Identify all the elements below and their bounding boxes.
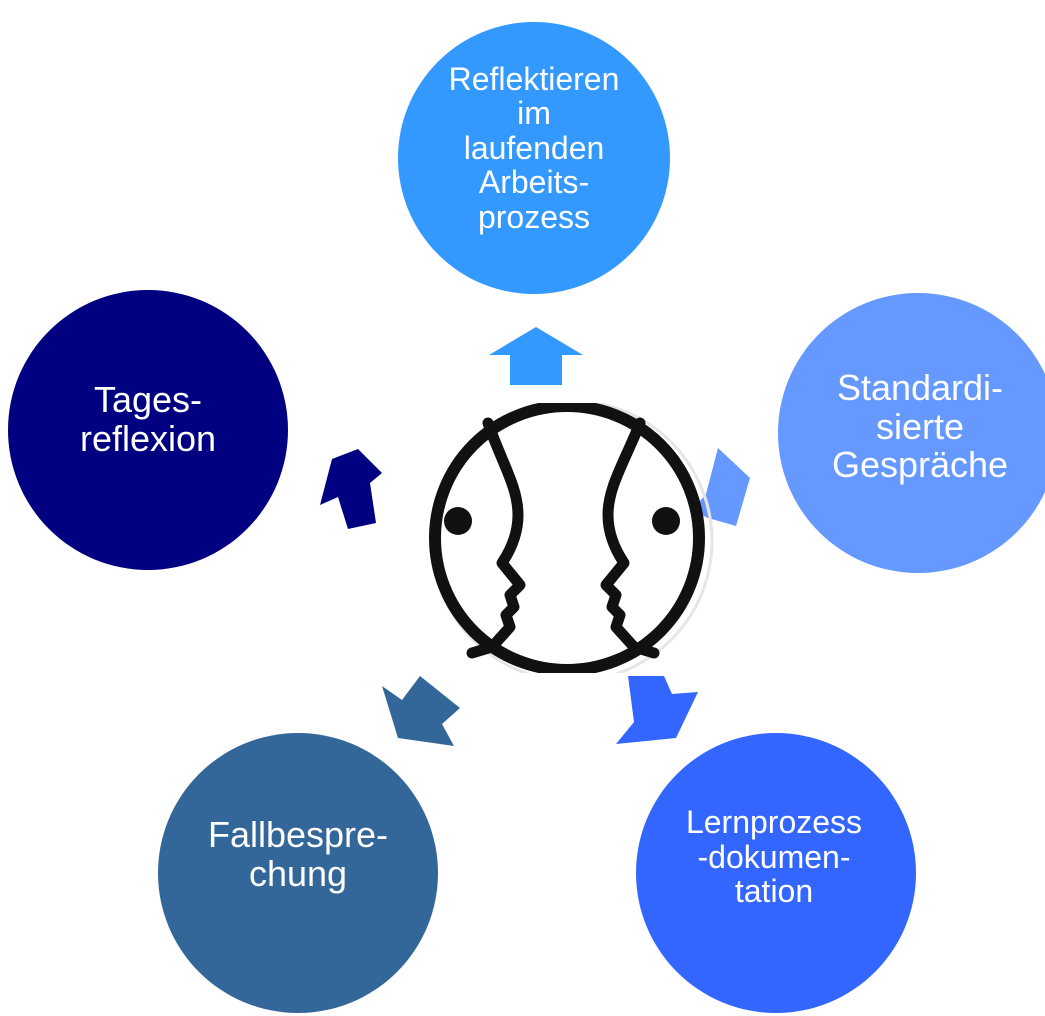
node-standardisierte-gespraeche: Standardi- sierte Gespräche <box>778 293 1045 573</box>
two-faces-icon <box>429 403 714 673</box>
node-reflektieren: Reflektieren im laufenden Arbeits- proze… <box>398 22 670 294</box>
arrow-to-left <box>320 449 382 529</box>
node-fallbesprechung-label: Fallbespre- chung <box>207 814 389 894</box>
node-tagesreflexion-label: Tages- reflexion <box>79 379 217 459</box>
node-lernprozessdokumentation: Lernprozess -dokumen- tation <box>636 733 916 1013</box>
node-standardisierte-gespraeche-label: Standardi- sierte Gespräche <box>831 366 1009 486</box>
arrow-to-bottom-right <box>616 676 698 744</box>
node-lernprozessdokumentation-label: Lernprozess -dokumen- tation <box>685 804 863 910</box>
node-fallbesprechung: Fallbespre- chung <box>158 733 438 1013</box>
node-reflektieren-label: Reflektieren im laufenden Arbeits- proze… <box>448 60 620 235</box>
arrow-to-top <box>489 327 583 385</box>
node-tagesreflexion: Tages- reflexion <box>8 290 288 570</box>
arrow-to-bottom-left <box>382 676 460 746</box>
